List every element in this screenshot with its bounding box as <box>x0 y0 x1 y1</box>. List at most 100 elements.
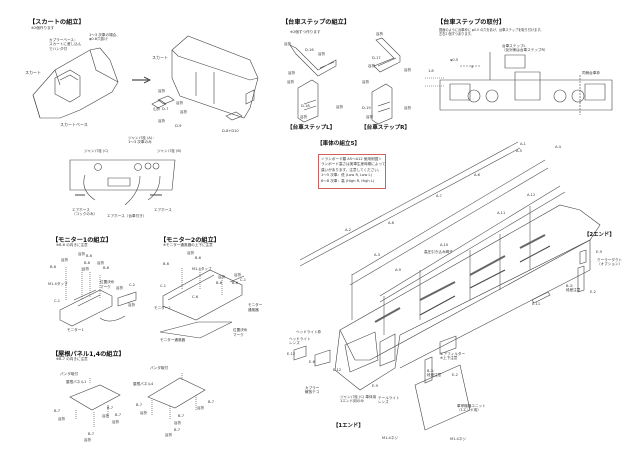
cooler-duct-label: クーラーダクト（オプション） <box>597 258 623 267</box>
fold-label: 谷折 <box>336 105 344 109</box>
part-label: A-12 <box>527 193 536 197</box>
mark-label: 位置決め <box>100 280 115 284</box>
part-label: B-6 <box>232 281 239 285</box>
end-1-label: 【1エンド】 <box>333 423 364 429</box>
part-label: B-6 <box>86 254 93 258</box>
fold-label: 谷折 <box>116 286 124 290</box>
tap-label: M1.4タップ <box>192 267 212 271</box>
part-label: B-7 <box>208 400 215 404</box>
part-label: モニター2 <box>154 306 171 310</box>
part-label: A-8 <box>388 221 394 225</box>
ventilator-label: 通風器 <box>248 308 259 312</box>
hose-label: エアホース <box>154 208 172 212</box>
fold-label: 谷折 <box>165 433 173 437</box>
arrow-icon <box>132 76 152 84</box>
bogie-step-mount-title: 【台車ステップの取付】 <box>437 19 506 26</box>
part-label: C-1 <box>240 278 247 282</box>
bogie-step-l-caption: 【台車ステップL】 <box>287 125 336 131</box>
part-label: モニター1 <box>67 328 84 332</box>
part-label: B-7 <box>54 409 61 413</box>
fold-label: 谷折 <box>404 106 412 110</box>
runboards-drawing <box>299 141 566 335</box>
skirt-drawing <box>151 35 259 121</box>
skirt-right-label: スカート <box>152 55 168 60</box>
hole-note-label: 1～3 次車の場合、φ0.6穴抜け <box>89 33 120 42</box>
skirt-base-drawing <box>32 47 119 119</box>
fold-label: 谷折 <box>197 406 205 410</box>
fold-label: 谷折 <box>284 42 292 46</box>
roof-panel-note: ※B-7 の向きに注意 <box>56 357 88 361</box>
fold-label: 谷折 <box>176 101 184 105</box>
mark-label: 位置決め <box>233 328 248 332</box>
part-label: A-6 <box>474 173 480 177</box>
pantograph-mount-label: パンタ取付 <box>150 366 169 370</box>
part-label: D-19 <box>362 106 371 110</box>
part-label: A-10 <box>440 243 449 247</box>
headlight-lens-label: ヘッドライトレンズ <box>289 337 311 346</box>
taillight-label: テールライトレンズ <box>378 396 400 405</box>
body-assembly-title: 【車体の組立5】 <box>317 141 361 147</box>
fold-label: 谷折 <box>287 80 295 84</box>
fold-label: 谷折 <box>128 303 136 307</box>
bogie-step-note: ※2個ずつ作ります <box>290 30 321 34</box>
end-2-label: 【2エンド】 <box>584 232 615 238</box>
end-parts-drawing <box>293 249 587 384</box>
part-label: A-9 <box>395 268 401 272</box>
fold-label: 谷折 <box>112 420 120 424</box>
fold-label: 谷折 <box>158 119 166 123</box>
skirt-base-label: スカートベース <box>60 122 88 127</box>
bogie-step-assembly-title: 【台車ステップの組立】 <box>282 19 351 26</box>
monitor1-drawing <box>59 267 137 327</box>
part-label: B-6 <box>84 261 91 265</box>
part-label: B-6 <box>216 281 223 285</box>
jumper-a-label: ジャンパ栓 (A)：1～3 次車のみ <box>128 136 156 145</box>
fold-label: 山折 <box>153 107 161 111</box>
part-label: B-6 <box>103 266 110 270</box>
roof-panel-label: 屋根パネル4 <box>133 382 154 386</box>
part-label: E-2 <box>452 373 458 377</box>
fold-label: 谷折 <box>97 261 105 265</box>
part-label: A-4 <box>555 145 561 149</box>
part-label: D-8+D10 <box>222 129 239 133</box>
bogie-step-r-caption: 【台車ステップR】 <box>361 125 411 131</box>
part-label: B-7 <box>107 406 114 410</box>
fold-label: 谷折 <box>102 414 110 418</box>
runboard-note-box: ＜ランボード類 A5～A12 使用例図＞ランボード高さは実車生産時期によって違い… <box>318 154 386 189</box>
fold-label: 谷折 <box>82 267 90 271</box>
hose-cock-label: エアホース（コックのみ） <box>72 208 98 217</box>
part-label: A-11 <box>497 211 506 215</box>
part-label: B-7 <box>174 428 181 432</box>
part-label: A-5 <box>516 149 522 153</box>
monitor2-title: 【モニター2の組立】 <box>160 237 220 244</box>
roof-panel-1-drawing <box>69 378 121 428</box>
fold-label: 谷折 <box>288 71 296 75</box>
b3-right-label: B-3：段差注意 <box>566 284 581 293</box>
air-filter-label: エアフィルター※上下注意 <box>440 352 466 361</box>
part-label: B-7 <box>136 403 143 407</box>
monitor1-title: 【モニター1の組立】 <box>52 237 112 244</box>
frame-label: 同側台車枠 <box>582 71 600 75</box>
fold-label: 谷折 <box>61 258 69 262</box>
jumper-drawing <box>69 159 176 206</box>
part-label: B-7 <box>115 413 122 417</box>
fold-label: 谷折 <box>187 251 195 255</box>
part-label: B-7 <box>178 414 185 418</box>
part-label: D-16 <box>305 48 314 52</box>
monitor1-note: ※B-6 の向きに注意 <box>56 243 88 247</box>
dimension-1-8: 1.8 <box>428 69 434 73</box>
bogie-step-l-drawing <box>289 44 337 123</box>
ventilator-label: モニター通風器 <box>160 338 186 342</box>
ventilator-label: モニター <box>248 303 263 307</box>
tap-label: M1.4タップ <box>48 282 68 286</box>
bogie-step-mount-note: 図面のように台車枠に φ0.5 の穴をあけ、台車ステップを取り付けます。左右2 … <box>439 28 544 37</box>
part-label: C-2 <box>129 283 136 287</box>
screw-label: M1.4ネジ <box>450 437 467 441</box>
screw-label: M1.4ネジ <box>382 436 399 440</box>
part-label: A-1 <box>520 142 526 146</box>
conductor-unit-label: 車掌機器ユニット（1エンド用） <box>457 404 486 413</box>
bogie-step-r-drawing <box>371 37 401 125</box>
insulator-label: 高圧引き込み碍子 <box>424 250 453 254</box>
fold-label: 谷折 <box>174 421 182 425</box>
